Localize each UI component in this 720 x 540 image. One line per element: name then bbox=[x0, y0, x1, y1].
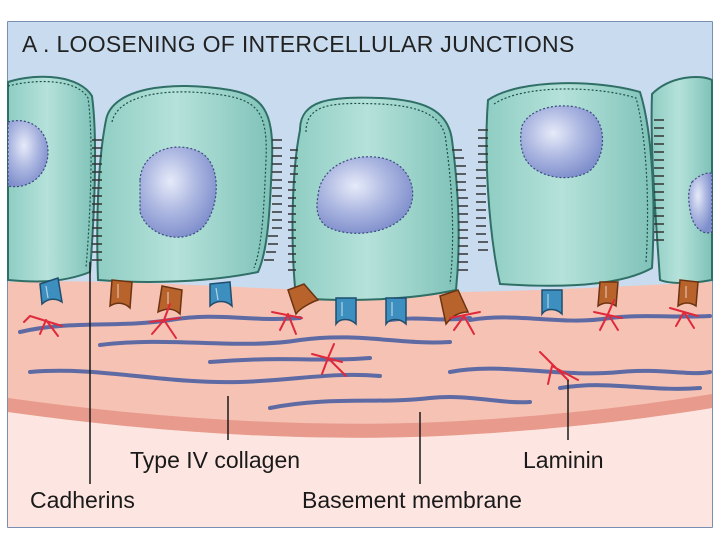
nucleus-4 bbox=[520, 105, 604, 179]
label-type-iv-collagen: Type IV collagen bbox=[130, 447, 300, 473]
lateral-ticks bbox=[92, 119, 664, 271]
cadherins-blue bbox=[39, 277, 563, 327]
nucleus-5 bbox=[688, 172, 713, 234]
cadherin-highlights bbox=[45, 284, 687, 316]
basement-membrane-band bbox=[8, 394, 712, 438]
label-basement-membrane: Basement membrane bbox=[302, 487, 522, 513]
cell-5 bbox=[650, 75, 713, 284]
label-laminin: Laminin bbox=[523, 447, 604, 473]
cell-membrane-dots bbox=[7, 80, 649, 285]
panel-title: A . LOOSENING OF INTERCELLULAR JUNCTIONS bbox=[22, 31, 575, 57]
laminin-molecules bbox=[23, 299, 699, 385]
cadherins-brown bbox=[109, 279, 699, 326]
label-cadherins: Cadherins bbox=[30, 487, 135, 513]
nucleus-3 bbox=[316, 156, 414, 234]
collagen-fibers bbox=[18, 314, 712, 410]
lower-tissue bbox=[8, 408, 712, 527]
nuclei bbox=[7, 105, 713, 238]
nucleus-1 bbox=[7, 120, 49, 188]
nucleus-2 bbox=[139, 146, 217, 238]
leader-lines bbox=[89, 262, 569, 484]
